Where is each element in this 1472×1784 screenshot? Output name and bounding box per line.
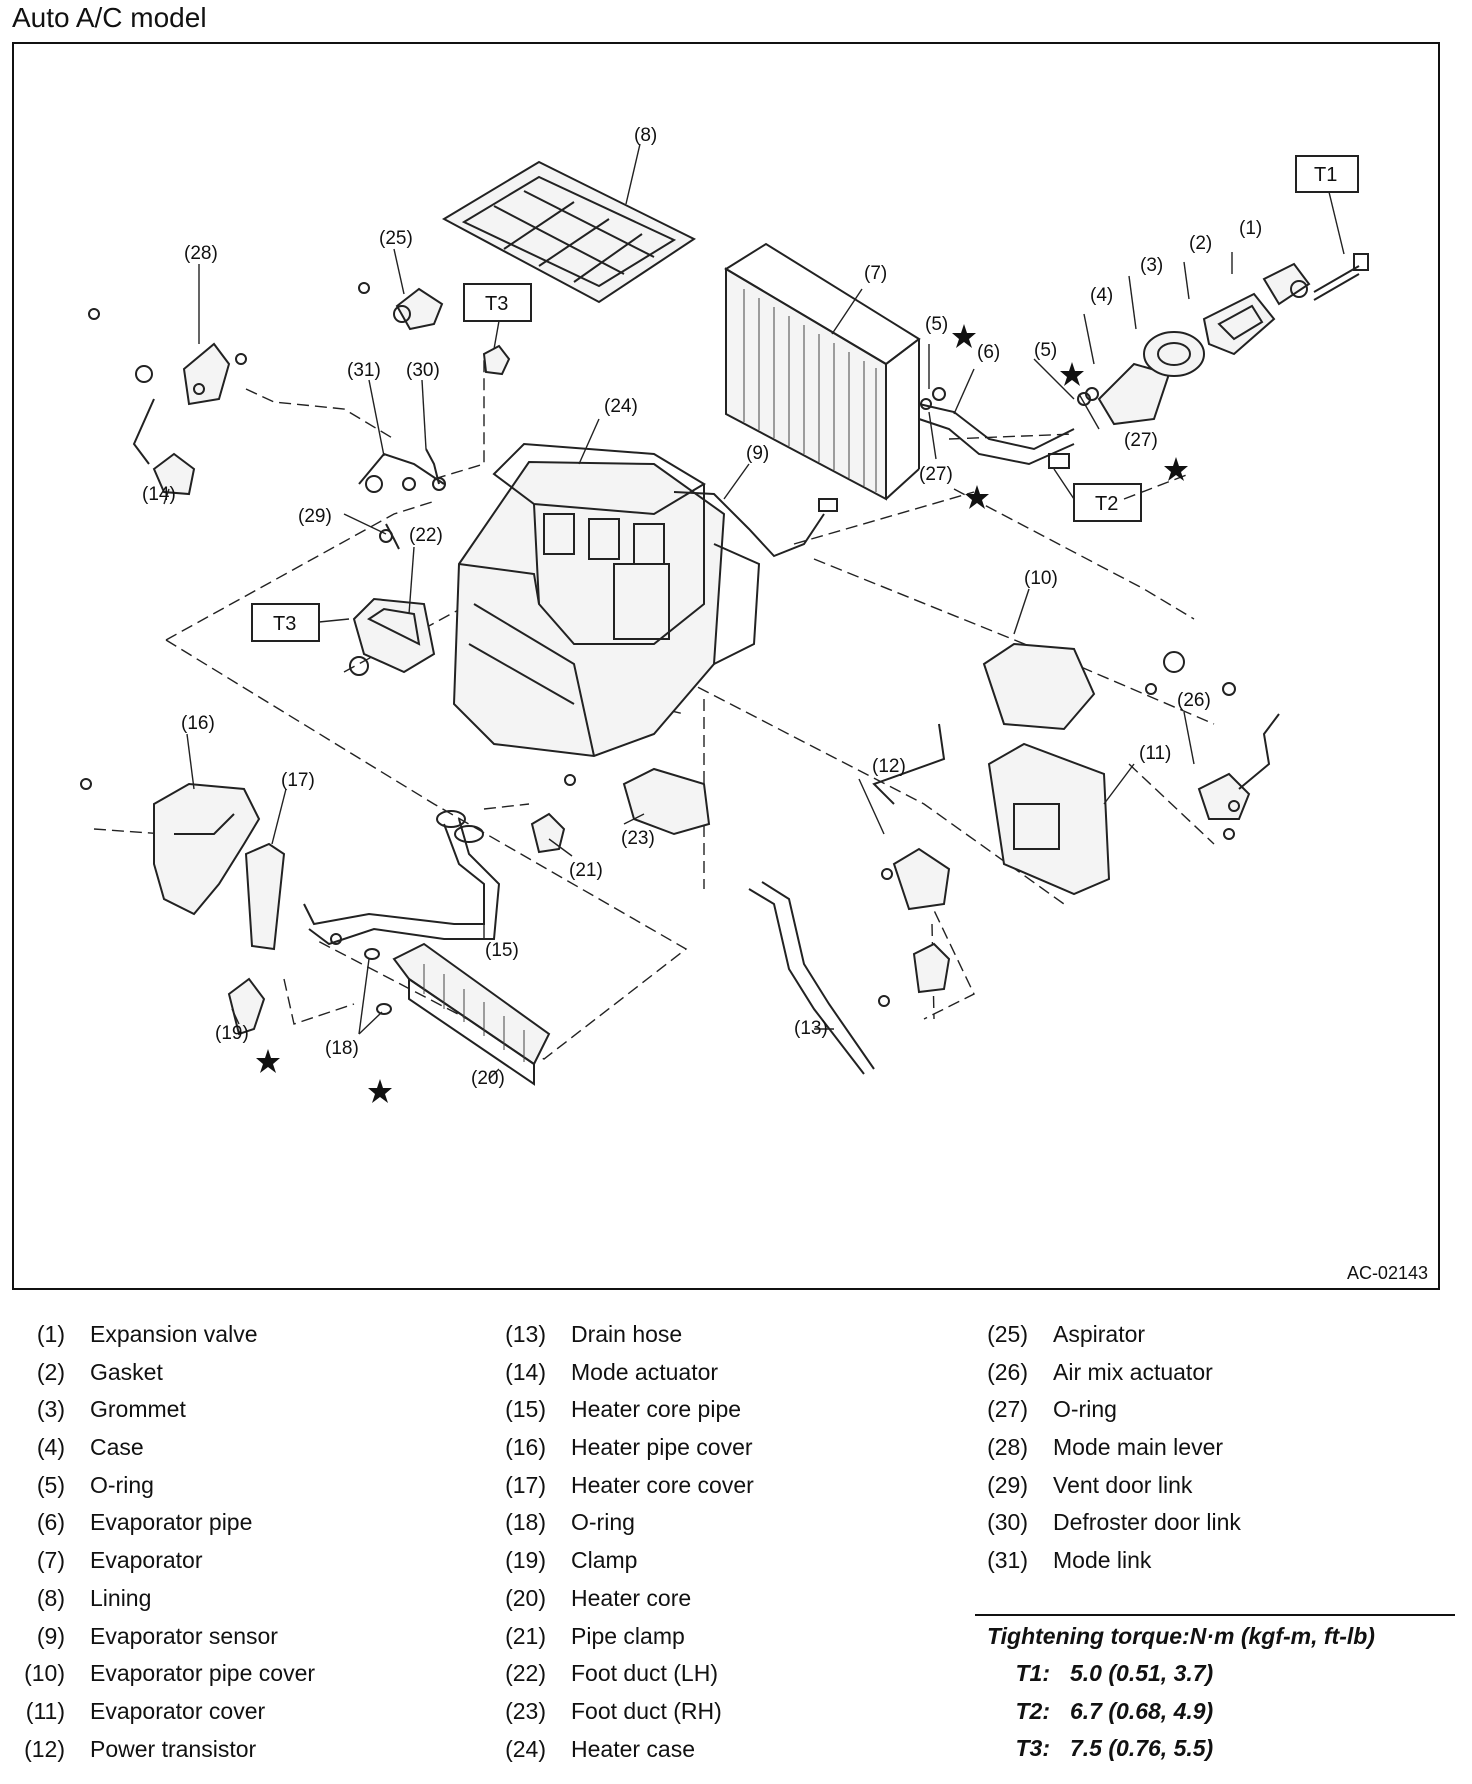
torque-callout-t1: T1 xyxy=(1314,164,1337,186)
parts-legend-col-3: (25)Aspirator (26)Air mix actuator (27)O… xyxy=(975,1316,1241,1580)
callout-3: (3) xyxy=(1140,255,1163,276)
callout-27a: (27) xyxy=(919,464,953,485)
callout-15: (15) xyxy=(485,940,519,961)
legend-item: (10)Evaporator pipe cover xyxy=(24,1660,316,1687)
callout-7: (7) xyxy=(864,263,887,284)
legend-item: (27)O-ring xyxy=(987,1396,1117,1423)
legend-item: (28)Mode main lever xyxy=(987,1434,1224,1461)
legend-item: (23)Foot duct (RH) xyxy=(505,1697,722,1724)
callout-5b: (5) xyxy=(1034,340,1057,361)
legend-item: (14)Mode actuator xyxy=(505,1358,719,1385)
callout-1: (1) xyxy=(1239,218,1262,239)
legend-item: (8)Lining xyxy=(36,1584,152,1611)
legend-item: (15)Heater core pipe xyxy=(505,1396,742,1423)
part-16-17-heater-covers xyxy=(153,782,286,951)
parts-legend-col-1: (1)Expansion valve (2)Gasket (3)Grommet … xyxy=(12,1316,315,1768)
callout-9: (9) xyxy=(746,443,769,464)
legend-item: (12)Power transistor xyxy=(24,1735,257,1762)
legend-item: (18)O-ring xyxy=(505,1509,635,1536)
callout-14: (14) xyxy=(142,484,176,505)
legend-item: (5)O-ring xyxy=(36,1471,154,1498)
callout-5a: (5) xyxy=(925,314,948,335)
callout-12: (12) xyxy=(872,756,906,777)
part-6-evaporator-pipe xyxy=(918,387,1099,469)
part-15-heater-core-pipe xyxy=(303,810,501,946)
callout-22: (22) xyxy=(409,525,443,546)
legend-item: (29)Vent door link xyxy=(987,1471,1193,1498)
legend-item: (16)Heater pipe cover xyxy=(505,1434,753,1461)
leader-lines xyxy=(163,143,1233,1080)
part-13-drain-hose xyxy=(748,881,875,1075)
part-10-11-12-26-right-group xyxy=(872,642,1280,994)
callout-16: (16) xyxy=(181,713,215,734)
legend-item: (17)Heater core cover xyxy=(505,1471,754,1498)
callout-31: (31) xyxy=(347,360,381,381)
callout-18: (18) xyxy=(325,1038,359,1059)
legend-item: (25)Aspirator xyxy=(987,1321,1146,1347)
parts-legend-col-2: (13)Drain hose (14)Mode actuator (15)Hea… xyxy=(493,1316,754,1768)
torque-callout-t2: T2 xyxy=(1095,493,1118,515)
callout-25: (25) xyxy=(379,228,413,249)
legend-item: (6)Evaporator pipe xyxy=(36,1509,253,1536)
torque-title: Tightening torque:N·m (kgf-m, ft-lb) xyxy=(987,1623,1375,1649)
callout-17: (17) xyxy=(281,770,315,791)
callout-6: (6) xyxy=(977,342,1000,363)
torque-callout-t3b: T3 xyxy=(273,613,296,635)
callout-10: (10) xyxy=(1024,568,1058,589)
legend-item: (1)Expansion valve xyxy=(36,1321,258,1347)
legend-item: (21)Pipe clamp xyxy=(505,1622,685,1649)
torque-row: T1:5.0 (0.51, 3.7) xyxy=(1015,1660,1214,1686)
callout-30: (30) xyxy=(406,360,440,381)
torque-callout-t3a: T3 xyxy=(485,293,508,315)
page-title: Auto A/C model xyxy=(12,2,207,33)
callout-8: (8) xyxy=(634,125,657,146)
part-20-heater-core xyxy=(364,942,551,1086)
screw-icons xyxy=(80,282,1240,1007)
torque-row: T2:6.7 (0.68, 4.9) xyxy=(1015,1697,1214,1724)
callout-26: (26) xyxy=(1177,690,1211,711)
torque-table: Tightening torque:N·m (kgf-m, ft-lb) T1:… xyxy=(975,1614,1455,1768)
legend-item: (22)Foot duct (LH) xyxy=(505,1660,718,1687)
exploded-diagram: (1) (2) (3) (4) (5) (5) (6) (7) (8) (9) … xyxy=(80,125,1369,1103)
legend-item: (4)Case xyxy=(36,1434,144,1461)
part-8-lining xyxy=(441,160,696,304)
legend-item: (24)Heater case xyxy=(505,1735,696,1762)
legend-item: (11)Evaporator cover xyxy=(25,1697,266,1724)
callout-2: (2) xyxy=(1189,233,1212,254)
legend-item: (20)Heater core xyxy=(505,1584,692,1611)
part-9-evaporator-sensor xyxy=(673,491,838,558)
callout-23: (23) xyxy=(621,828,655,849)
replace-star-icons xyxy=(256,324,1188,1103)
exploded-diagram-frame: (1) (2) (3) (4) (5) (5) (6) (7) (8) (9) … xyxy=(12,42,1440,1290)
part-14-25-28-29-30-31-mode-linkage xyxy=(132,287,446,550)
callout-24: (24) xyxy=(604,396,638,417)
callout-27b: (27) xyxy=(1124,430,1158,451)
legend-item: (3)Grommet xyxy=(36,1396,186,1423)
part-1-4-expansion-valve-group xyxy=(1097,253,1369,426)
legend-item: (2)Gasket xyxy=(36,1358,163,1385)
callout-29: (29) xyxy=(298,506,332,527)
callout-28: (28) xyxy=(184,243,218,264)
torque-label-boxes xyxy=(251,155,1359,642)
callout-11: (11) xyxy=(1139,743,1171,764)
torque-row: T3:7.5 (0.76, 5.5) xyxy=(1015,1735,1214,1762)
legend-item: (31)Mode link xyxy=(987,1547,1152,1574)
part-22-foot-duct-lh xyxy=(349,597,436,676)
callout-13: (13) xyxy=(794,1018,828,1039)
callout-20: (20) xyxy=(471,1068,505,1089)
figure-code: AC-02143 xyxy=(1346,1263,1428,1283)
legend-item: (13)Drain hose xyxy=(505,1321,683,1347)
legend-item: (9)Evaporator sensor xyxy=(36,1622,278,1649)
callout-21: (21) xyxy=(569,860,603,881)
legend-item: (19)Clamp xyxy=(505,1547,638,1574)
legend-item: (26)Air mix actuator xyxy=(987,1358,1213,1385)
part-24-heater-case xyxy=(452,442,761,758)
legend-item: (30)Defroster door link xyxy=(987,1509,1241,1536)
callout-4: (4) xyxy=(1090,285,1113,306)
callout-labels: (1) (2) (3) (4) (5) (5) (6) (7) (8) (9) … xyxy=(142,125,1337,1089)
legend-item: (7)Evaporator xyxy=(36,1547,203,1574)
callout-19: (19) xyxy=(215,1023,249,1044)
torque-divider xyxy=(975,1614,1455,1616)
